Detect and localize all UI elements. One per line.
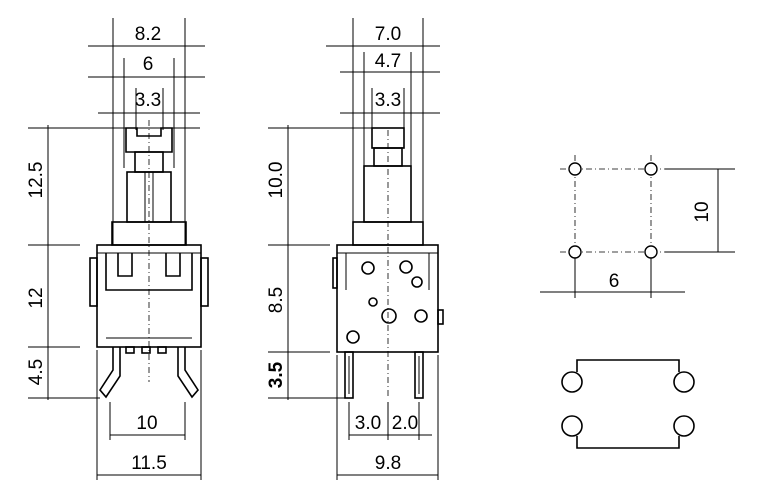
side-width-top: 7.0 [375,24,401,45]
front-leg-pitch: 10 [136,413,157,434]
side-pin-pitch-b: 2.0 [392,413,418,434]
side-width-overall: 9.8 [375,453,401,474]
front-height-legs: 4.5 [26,359,47,385]
front-width-overall: 11.5 [131,453,167,474]
side-view: 7.0 4.7 3.3 10.0 8.5 3.5 [266,18,444,480]
front-height-actuator: 12.5 [26,162,47,199]
pcb-vertical-spacing: 10 [692,201,713,222]
front-view: 8.2 6 3.3 12.5 12 4.5 [26,18,209,480]
side-height-body: 8.5 [266,287,287,313]
pcb-horizontal-spacing: 6 [609,271,620,292]
side-width-stem: 3.3 [375,90,401,111]
side-height-pins: 3.5 [266,361,287,388]
side-height-actuator: 10.0 [266,162,287,199]
front-width-stem: 3.3 [135,90,161,111]
side-width-mid: 4.7 [375,51,401,72]
front-width-top: 8.2 [135,24,161,45]
footprint-outline [561,359,695,449]
front-height-body: 12 [26,287,47,308]
front-width-mid: 6 [143,54,154,75]
pcb-hole-layout: 10 6 [540,155,735,298]
side-pin-pitch-a: 3.0 [355,413,381,434]
